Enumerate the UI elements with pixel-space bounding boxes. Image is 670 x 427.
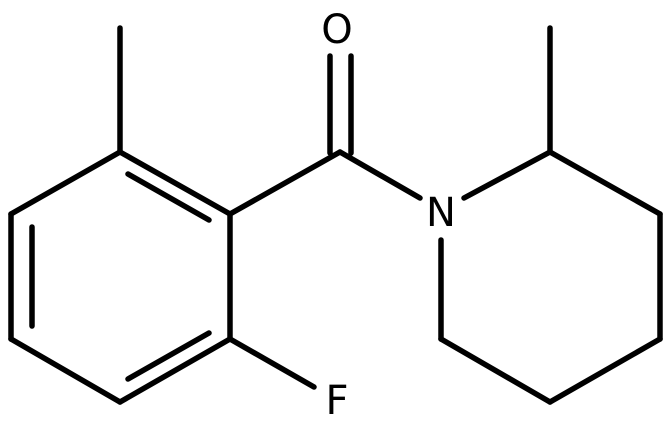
fluorine-atom-label: F (325, 378, 348, 424)
fluorine-bond (227, 336, 317, 390)
ring-inner-bond-c1-c2 (125, 171, 212, 223)
ring-bond-c3-c4 (117, 336, 233, 405)
oxygen-atom-label: O (321, 7, 352, 53)
carbonyl-nitrogen-bond (337, 149, 423, 201)
aryl-carbonyl-bond (227, 149, 343, 217)
ring-inner-bond-c3-c4 (125, 330, 212, 382)
ring-bond-c4-c5 (8, 336, 123, 405)
ring-bond-c6-c1 (8, 149, 123, 217)
ring-bond-c5-c6 (438, 336, 553, 405)
piperidine-ring (438, 149, 663, 405)
ring-bond-c4-c5 (547, 336, 663, 405)
benzene-ring (8, 149, 233, 405)
nitrogen-atom-label: N (426, 190, 456, 236)
ring-bond-n-c2 (461, 149, 553, 201)
ring-bond-c1-c2 (117, 149, 233, 217)
ring-bond-c2-c3 (547, 149, 663, 217)
